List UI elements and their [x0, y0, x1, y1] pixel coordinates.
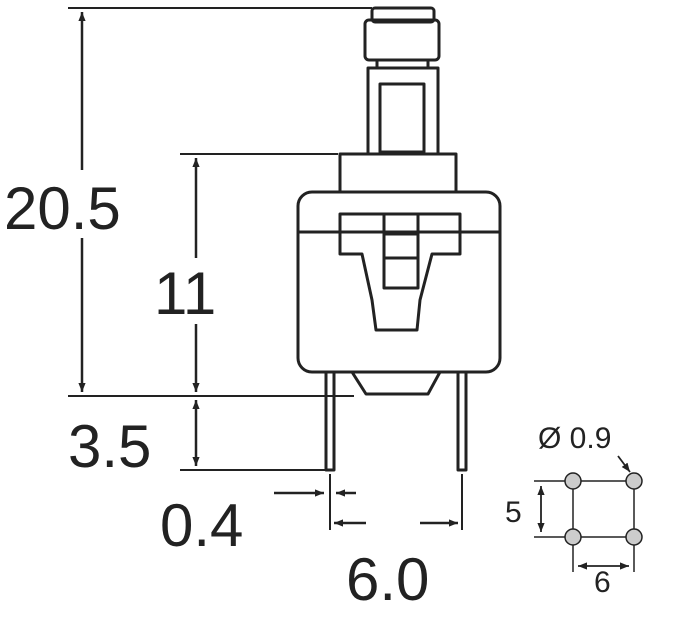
terminal-right — [456, 370, 468, 472]
label-body-height: 11 — [154, 260, 216, 327]
label-total-height: 20.5 — [4, 175, 121, 242]
plunger-head — [363, 18, 441, 62]
footprint-hole — [564, 528, 582, 546]
footprint-outline — [572, 480, 635, 538]
pcb-footprint: Ø 0.9 5 6 — [505, 422, 643, 599]
label-pin-width: 0.4 — [160, 492, 243, 559]
footprint-hole — [564, 472, 582, 490]
label-column-spacing: 6 — [594, 566, 611, 599]
switch-collar — [338, 152, 458, 194]
dimension-labels: 20.5 11 3.5 0.4 6.0 — [2, 170, 429, 613]
terminal-left — [324, 370, 336, 472]
label-row-spacing: 5 — [505, 496, 522, 529]
label-hole-diameter: Ø 0.9 — [538, 422, 611, 455]
actuator-slot — [382, 212, 420, 290]
internal-actuator — [338, 212, 462, 332]
extension-lines — [68, 7, 463, 530]
switch-outline — [296, 6, 502, 472]
label-pin-length: 3.5 — [68, 413, 151, 480]
plunger-slot — [378, 82, 426, 154]
switch-housing — [296, 190, 502, 374]
housing-boss — [350, 371, 442, 396]
footprint-hole — [625, 528, 643, 546]
footprint-hole — [625, 472, 643, 490]
plunger-cap — [370, 6, 436, 24]
label-pin-spacing: 6.0 — [346, 546, 429, 613]
hole-leader — [617, 455, 631, 473]
